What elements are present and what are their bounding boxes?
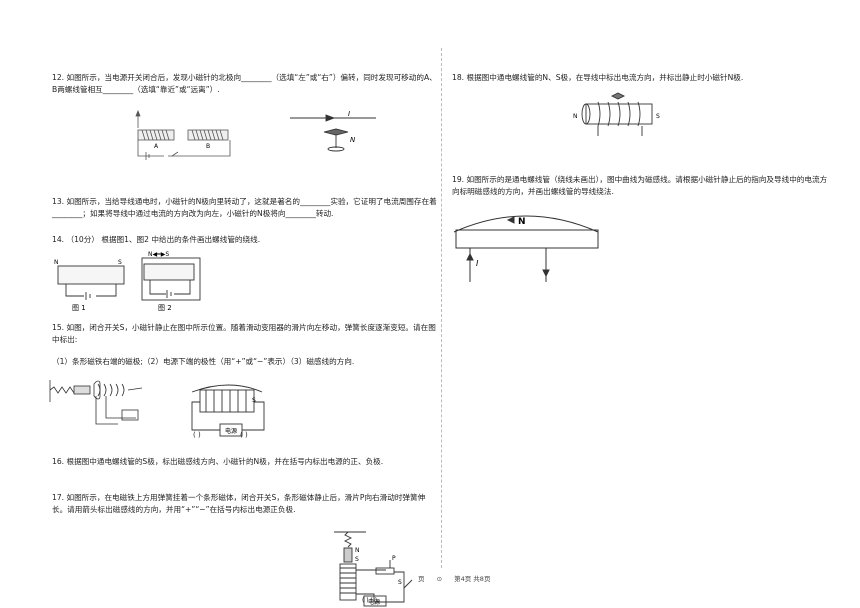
q19-current-label: I [476, 259, 479, 268]
question-15: 15. 如图，闭合开关S，小磁针静止在图中所示位置。随着滑动变阻器的滑片向左移动… [52, 323, 436, 344]
q18-figure-solenoid: N S [570, 90, 666, 140]
page-footer: 页 ⊙ 第4页 共8页 [418, 574, 500, 584]
q14-fig1-n: N [54, 259, 59, 266]
q15-figure-magnet-spring [46, 376, 146, 428]
q18-s-label: S [656, 113, 660, 120]
q15-left-paren: ( ) [193, 431, 201, 439]
q15-s-label: S [252, 397, 256, 404]
q15-power-label: 电源 [225, 427, 237, 435]
q14-fig1-s: S [118, 259, 122, 266]
q12-figure-solenoids: A B [132, 110, 242, 166]
q17-parens: ( ) ( ) [362, 597, 378, 604]
q12-label-b: B [206, 143, 210, 150]
q14-fig1-caption: 图 1 [72, 304, 86, 312]
q14-figure-2: N◀━▶S 图 2 [136, 248, 206, 314]
q12-current-label: I [348, 110, 350, 118]
question-15-subparts: （1）条形磁铁右端的磁极;（2）电源下端的极性（用“+”或“−”表示）（3）磁感… [52, 357, 355, 366]
question-17: 17. 如图所示，在电磁铁上方用弹簧挂着一个条形磁体，闭合开关S，条形磁体静止后… [52, 493, 426, 514]
footer-page-number: 第4页 共8页 [454, 575, 491, 583]
question-14: 14. （10分） 根据图1、图2 中给出的条件画出螺线管的绕线. [52, 235, 261, 244]
footer-mid: ⊙ [436, 575, 443, 583]
footer-left: 页 [418, 575, 425, 583]
question-12: 12. 如图所示，当电源开关闭合后，发现小磁针的北极向________（选填“左… [52, 73, 437, 94]
question-13: 13. 如图所示，当给导线通电时，小磁针的N极向里转动了，这就是著名的_____… [52, 197, 437, 218]
question-16: 16. 根据图中通电螺线管的S极，标出磁感线方向、小磁针的N极，并在括号内标出电… [52, 457, 384, 466]
q14-figure-1: N S 图 1 [52, 256, 132, 314]
q19-figure-solenoid: N I [452, 206, 602, 288]
q17-n-label: N [355, 547, 360, 554]
q18-n-label: N [573, 113, 578, 120]
q12-figure-wire-compass: I N [288, 108, 388, 158]
q15-right-paren: ( ) [240, 431, 248, 439]
q19-n-label: N [518, 217, 526, 227]
q17-s-label: S [355, 556, 359, 563]
q17-figure-electromagnet: N S P S 电源 [330, 530, 420, 608]
question-18: 18. 根据图中通电螺线管的N、S极，在导线中标出电流方向，并标出静止时小磁针N… [452, 73, 744, 82]
q15-figure-solenoid: S 电源 [186, 380, 276, 446]
question-19: 19. 如图所示的是通电螺线管（绕线未画出），图中曲线为磁感线。请根据小磁针静止… [452, 175, 828, 196]
q14-fig2-caption: 图 2 [158, 304, 172, 312]
q17-power-label: 电源 [368, 598, 380, 606]
q12-label-a: A [154, 143, 159, 150]
q14-fig2-ns: N◀━▶S [148, 251, 169, 258]
q12-north-label: N [350, 136, 356, 144]
q17-p-label: P [392, 555, 396, 562]
column-divider [441, 48, 442, 568]
q17-switch-label: S [398, 579, 402, 586]
